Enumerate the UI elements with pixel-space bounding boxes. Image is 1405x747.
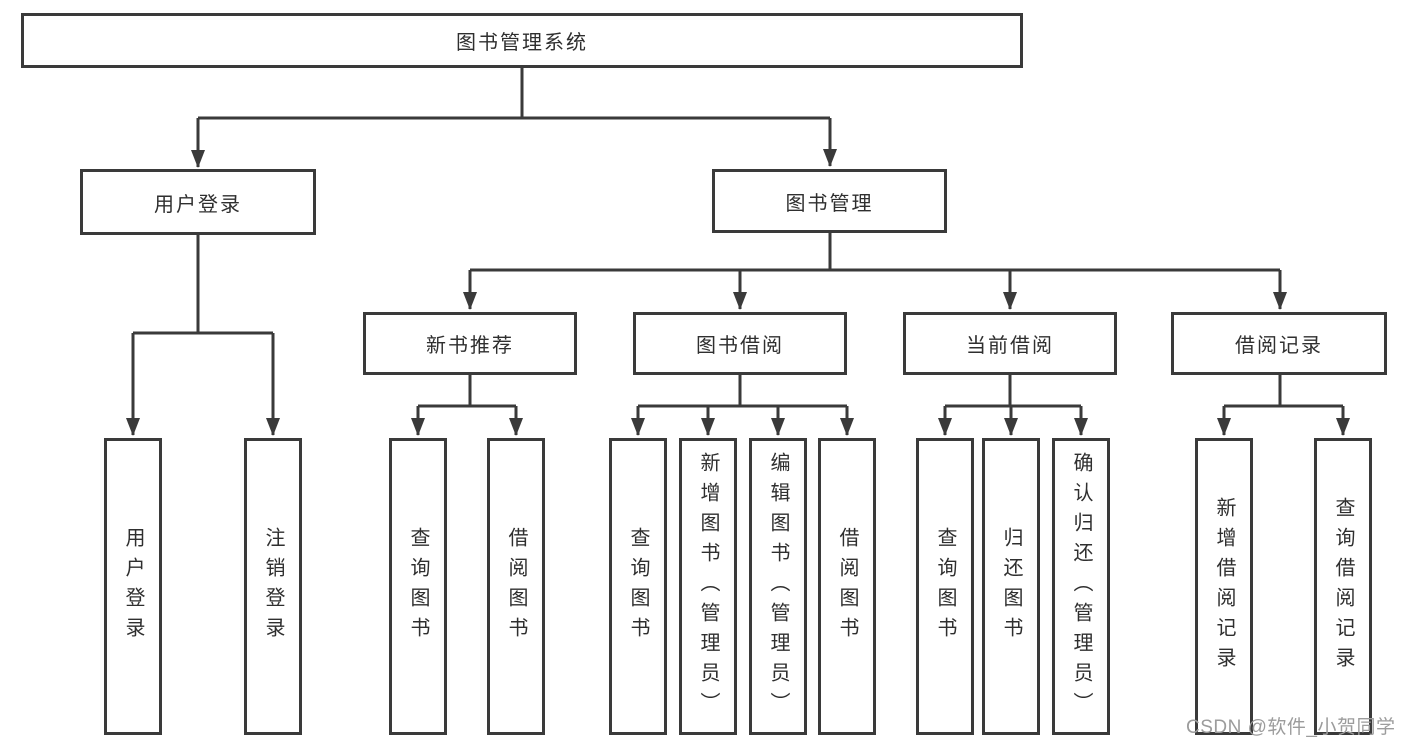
node-new-book-recommend: 新书推荐 xyxy=(363,312,577,375)
leaf-query-borrow-record: 查询借阅记录 xyxy=(1314,438,1372,735)
node-new-book-recommend-label: 新书推荐 xyxy=(426,335,514,357)
leaf-edit-books-admin: 编辑图书（管理员） xyxy=(749,438,807,735)
connectors-records-to-leaves xyxy=(1217,375,1350,436)
leaf-borrow-books-2-label: 借阅图书 xyxy=(836,526,858,647)
node-book-borrowing-label: 图书借阅 xyxy=(696,335,784,357)
leaf-add-borrow-record: 新增借阅记录 xyxy=(1195,438,1253,735)
leaf-edit-books-admin-label: 编辑图书（管理员） xyxy=(767,451,789,722)
leaf-query-books-1: 查询图书 xyxy=(389,438,447,735)
connectors-root-to-level2 xyxy=(191,68,837,168)
node-user-login: 用户登录 xyxy=(80,169,316,235)
leaf-add-borrow-record-label: 新增借阅记录 xyxy=(1213,496,1235,677)
connectors-book-mgmt-to-level3 xyxy=(463,233,1287,310)
node-root-label: 图书管理系统 xyxy=(456,32,588,54)
leaf-query-books-3: 查询图书 xyxy=(916,438,974,735)
connectors-new-books-to-leaves xyxy=(411,375,523,436)
leaf-add-books-admin-label: 新增图书（管理员） xyxy=(697,451,719,722)
connectors-current-to-leaves xyxy=(938,375,1088,436)
leaf-add-books-admin: 新增图书（管理员） xyxy=(679,438,737,735)
leaf-confirm-return-admin-label: 确认归还（管理员） xyxy=(1070,451,1092,722)
leaf-logout-label: 注销登录 xyxy=(262,526,284,647)
connectors-user-login-to-leaves xyxy=(126,235,280,436)
leaf-logout: 注销登录 xyxy=(244,438,302,735)
leaf-query-borrow-record-label: 查询借阅记录 xyxy=(1332,496,1354,677)
leaf-query-books-3-label: 查询图书 xyxy=(934,526,956,647)
csdn-watermark: CSDN @软件_小贺同学 xyxy=(1186,717,1396,738)
leaf-borrow-books-2: 借阅图书 xyxy=(818,438,876,735)
node-book-management: 图书管理 xyxy=(712,169,947,233)
node-book-borrowing: 图书借阅 xyxy=(633,312,847,375)
node-user-login-label: 用户登录 xyxy=(154,193,242,216)
node-borrow-records: 借阅记录 xyxy=(1171,312,1387,375)
connectors-borrowing-to-leaves xyxy=(631,375,854,436)
leaf-return-books-label: 归还图书 xyxy=(1000,526,1022,647)
leaf-user-login-label: 用户登录 xyxy=(122,526,144,647)
node-root-system: 图书管理系统 xyxy=(21,13,1023,68)
leaf-borrow-books-1-label: 借阅图书 xyxy=(505,526,527,647)
leaf-query-books-2-label: 查询图书 xyxy=(627,526,649,647)
leaf-borrow-books-1: 借阅图书 xyxy=(487,438,545,735)
leaf-user-login: 用户登录 xyxy=(104,438,162,735)
node-current-borrowing-label: 当前借阅 xyxy=(966,335,1054,357)
leaf-confirm-return-admin: 确认归还（管理员） xyxy=(1052,438,1110,735)
leaf-return-books: 归还图书 xyxy=(982,438,1040,735)
leaf-query-books-1-label: 查询图书 xyxy=(407,526,429,647)
leaf-query-books-2: 查询图书 xyxy=(609,438,667,735)
node-current-borrowing: 当前借阅 xyxy=(903,312,1117,375)
node-book-management-label: 图书管理 xyxy=(785,192,874,215)
node-borrow-records-label: 借阅记录 xyxy=(1235,335,1323,357)
